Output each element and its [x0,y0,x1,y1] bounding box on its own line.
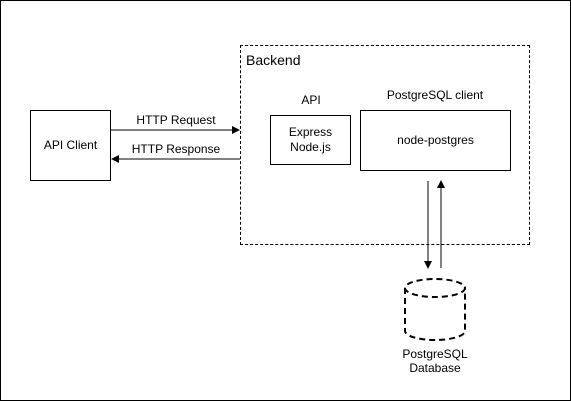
database-label-line1: PostgreSQL [402,347,468,361]
database-label-line2: Database [409,361,461,375]
postgres-client-label: PostgreSQL client [386,88,484,102]
nodejs-label: Node.js [290,140,331,154]
express-label: Express [288,125,333,139]
backend-group [240,45,530,245]
http-request-label: HTTP Request [136,113,216,127]
api-client-node: API Client [30,110,111,181]
backend-title: Backend [246,52,301,68]
express-node: Express Node.js [270,115,351,165]
node-postgres-node: node-postgres [360,110,511,171]
http-response-label: HTTP Response [126,142,226,156]
node-postgres-label: node-postgres [397,133,474,147]
database-label: PostgreSQL Database [385,347,485,375]
api-label: API [301,93,321,107]
api-client-label: API Client [43,138,98,152]
database-cylinder-icon [404,278,466,341]
